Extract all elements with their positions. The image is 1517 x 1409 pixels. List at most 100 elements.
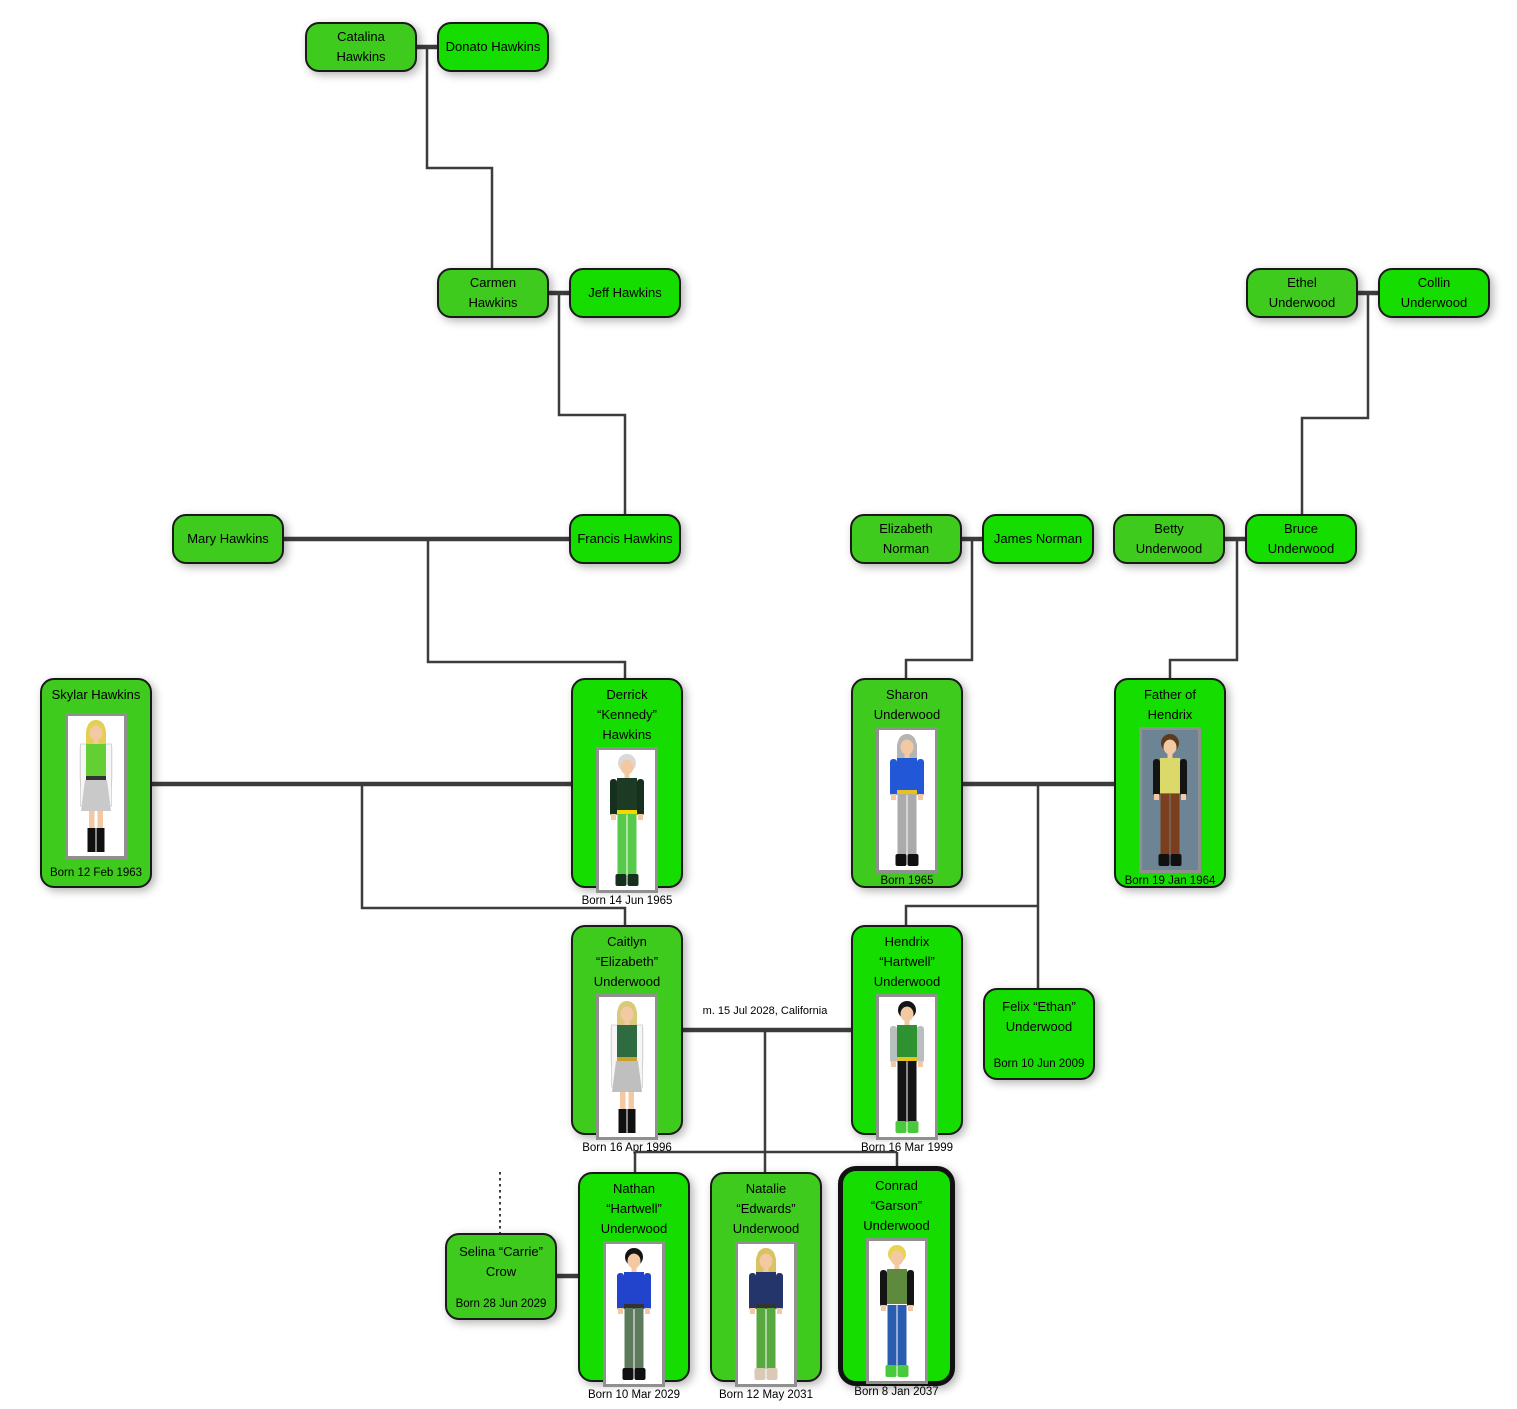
portrait-sharon — [876, 727, 938, 873]
person-name-line: Hawkins — [468, 295, 518, 310]
person-name-line: Underwood — [1005, 1019, 1073, 1034]
person-name-line: Underwood — [1268, 295, 1336, 310]
person-name-line: Underwood — [593, 974, 661, 989]
person-name-line: Francis Hawkins — [577, 531, 673, 546]
person-name-line: Crow — [485, 1264, 517, 1279]
person-name-line: Mary Hawkins — [187, 531, 269, 546]
person-name-line: Father of — [1143, 687, 1197, 702]
person-name: Caitlyn“Elizabeth”Underwood — [594, 932, 661, 992]
person-name-line: Underwood — [1267, 541, 1335, 556]
person-name-line: Underwood — [1135, 541, 1203, 556]
person-born: Born 12 May 2031 — [719, 1389, 813, 1401]
person-born: Born 16 Mar 1999 — [860, 1142, 954, 1154]
person-born: Born 10 Jun 2009 — [993, 1058, 1085, 1070]
person-name-line: Skylar Hawkins — [51, 687, 141, 702]
person-born: Born 14 Jun 1965 — [581, 895, 673, 907]
person-name-line: Donato Hawkins — [445, 39, 541, 54]
person-name: Jeff Hawkins — [588, 283, 661, 303]
person-name-line: Underwood — [863, 1218, 930, 1233]
person-name-line: “Edwards” — [736, 1201, 796, 1216]
person-name: Selina “Carrie” Crow — [459, 1242, 543, 1282]
portrait-conrad — [865, 1238, 928, 1384]
person-name-line: Carmen — [469, 275, 517, 290]
person-name: Conrad “Garson” Underwood — [863, 1176, 930, 1236]
person-name-line: Jeff Hawkins — [588, 285, 662, 300]
person-name: Natalie“Edwards”Underwood — [733, 1179, 800, 1239]
person-name: Donato Hawkins — [446, 37, 541, 57]
portrait-caitlyn — [596, 994, 658, 1140]
person-name-line: “Kennedy” — [597, 707, 657, 722]
person-name-line: Ethel — [1287, 275, 1317, 290]
person-born: Born 8 Jan 2037 — [854, 1386, 939, 1398]
person-name-line: Collin — [1417, 275, 1451, 290]
person-name-line: Bruce — [1284, 521, 1318, 536]
person-born: Born 19 Jan 1964 — [1124, 875, 1216, 887]
person-name-line: Underwood — [600, 1221, 668, 1236]
person-born: Born 28 Jun 2029 — [455, 1298, 547, 1310]
person-name-line: Felix “Ethan” — [1002, 999, 1076, 1014]
person-name-line: Sharon — [886, 687, 928, 702]
portrait-derrick — [596, 747, 658, 893]
person-card-francis[interactable]: Francis Hawkins — [569, 514, 681, 564]
person-name-line: Underwood — [1400, 295, 1468, 310]
person-card-jeff[interactable]: Jeff Hawkins — [569, 268, 681, 318]
person-name-line: Hawkins — [602, 727, 652, 742]
person-name: Francis Hawkins — [577, 529, 672, 549]
person-name-line: Underwood — [873, 974, 941, 989]
portrait-father_of_hendrix — [1139, 727, 1201, 873]
person-born: Born 1965 — [880, 875, 934, 887]
person-name: James Norman — [994, 529, 1082, 549]
person-name: Mary Hawkins — [187, 529, 269, 549]
person-name-line: Betty — [1154, 521, 1184, 536]
person-name: Hendrix“Hartwell”Underwood — [874, 932, 941, 992]
person-name: Derrick“Kennedy”Hawkins — [597, 685, 657, 745]
person-name-line: James Norman — [993, 531, 1083, 546]
person-name-line: “Garson” — [870, 1198, 923, 1213]
person-name-line: Hendrix — [884, 934, 930, 949]
person-card-james[interactable]: James Norman — [982, 514, 1094, 564]
person-name-line: Underwood — [873, 707, 941, 722]
portrait-skylar — [65, 713, 127, 859]
descent-line — [557, 293, 627, 514]
person-name-line: “Elizabeth” — [595, 954, 659, 969]
person-name-line: “Hartwell” — [606, 1201, 662, 1216]
portrait-natalie — [735, 1241, 797, 1387]
person-card-donato[interactable]: Donato Hawkins — [437, 22, 549, 72]
portrait-nathan — [603, 1241, 665, 1387]
person-name-line: Conrad — [875, 1178, 918, 1193]
descent-line — [904, 904, 1038, 925]
person-name-line: Elizabeth — [879, 521, 933, 536]
person-name: Nathan “Hartwell” Underwood — [601, 1179, 668, 1239]
person-born: Born 10 Mar 2029 — [587, 1389, 681, 1401]
person-name-line: Selina “Carrie” — [459, 1244, 543, 1259]
person-card-mary[interactable]: Mary Hawkins — [172, 514, 284, 564]
person-born: Born 12 Feb 1963 — [49, 867, 143, 879]
person-name-line: Nathan — [613, 1181, 655, 1196]
